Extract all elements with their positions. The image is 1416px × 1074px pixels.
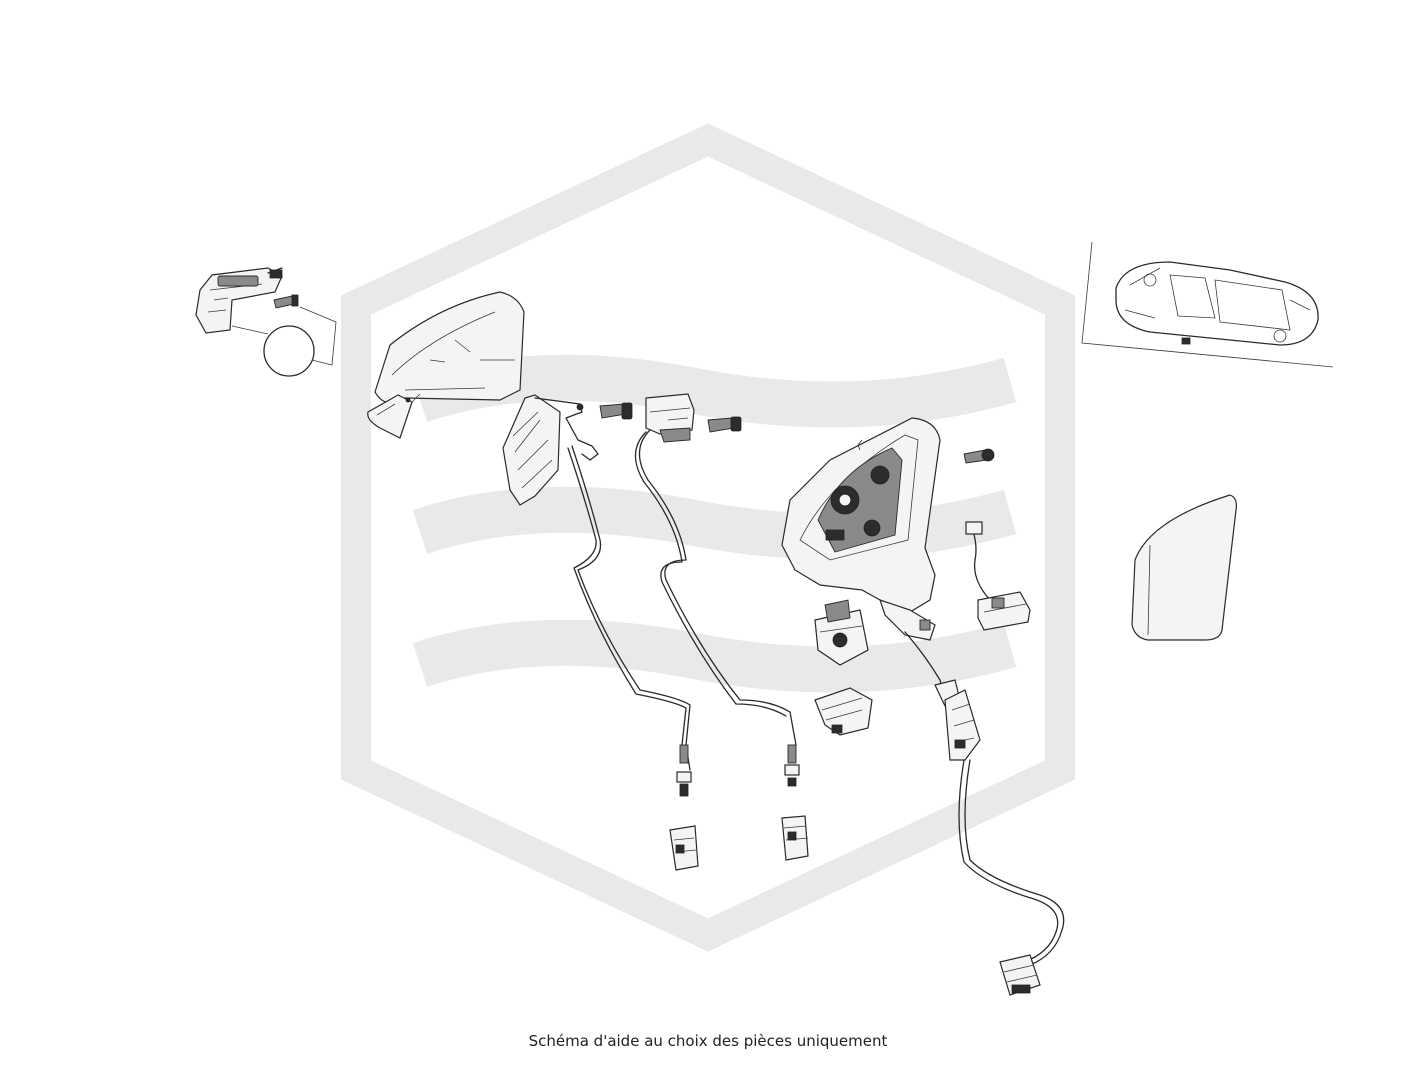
watermark-logo: [341, 123, 1075, 952]
screw-part[interactable]: [273, 294, 299, 309]
diagram-caption: Schéma d'aide au choix des pièces unique…: [528, 1032, 888, 1050]
mirror-glass-part[interactable]: [1131, 494, 1237, 641]
clip-part[interactable]: [814, 687, 873, 736]
sensor-cable-connector: [784, 744, 800, 787]
lamp-cable-inner: [567, 447, 687, 746]
mirror-housing-part[interactable]: [781, 417, 941, 641]
sensor-module-part[interactable]: [645, 393, 695, 443]
sensor-cable-inner: [634, 431, 787, 717]
harness-clip: [934, 679, 981, 761]
vehicle-locator-diagram: [1081, 241, 1334, 368]
control-module-part[interactable]: [965, 521, 1031, 631]
mirror-cover-part[interactable]: [367, 291, 525, 439]
connector-housing-right[interactable]: [781, 815, 809, 861]
main-harness-cable: [964, 759, 1065, 966]
screw-part-2[interactable]: [963, 448, 995, 464]
harness-connector[interactable]: [999, 954, 1041, 996]
lamp-cable: [571, 445, 691, 771]
connector-housing-left[interactable]: [669, 825, 699, 871]
main-harness-cable-inner: [958, 759, 1059, 963]
camera-module-part[interactable]: [195, 267, 283, 334]
adjuster-motor-part[interactable]: [814, 599, 869, 666]
indicator-lamp-part[interactable]: [502, 394, 599, 506]
bolt-part-2[interactable]: [707, 416, 742, 433]
sensor-cable: [638, 429, 797, 746]
bolt-part[interactable]: [599, 402, 633, 420]
lamp-cable-connector: [676, 744, 692, 797]
detail-callout: [231, 306, 337, 377]
